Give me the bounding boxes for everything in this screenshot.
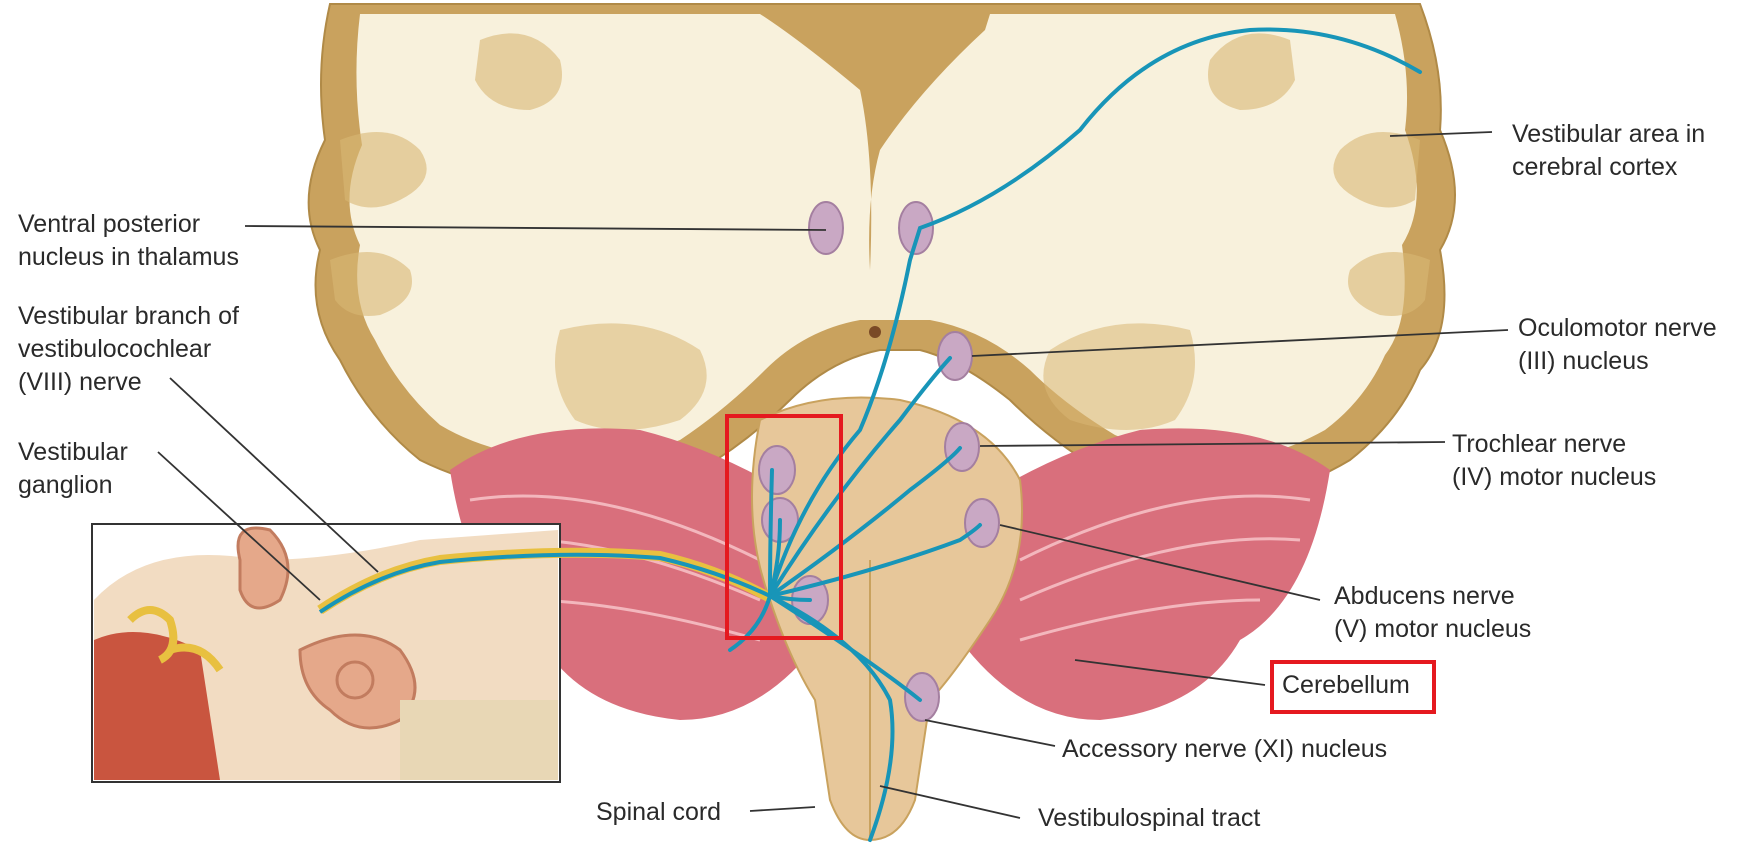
inner-ear-inset	[92, 524, 560, 782]
label-trochlear-nucleus: Trochlear nerve (IV) motor nucleus	[1452, 428, 1656, 494]
label-line: vestibulocochlear	[18, 333, 239, 366]
label-ventral-posterior-nucleus: Ventral posterior nucleus in thalamus	[18, 208, 239, 274]
label-line: (III) nucleus	[1518, 345, 1717, 378]
label-vestibular-area: Vestibular area in cerebral cortex	[1512, 118, 1705, 184]
label-spinal-cord: Spinal cord	[596, 796, 721, 829]
label-line: ganglion	[18, 469, 128, 502]
label-line: Abducens nerve	[1334, 580, 1531, 613]
label-line: Vestibular	[18, 436, 128, 469]
label-line: Trochlear nerve	[1452, 428, 1656, 461]
label-oculomotor-nucleus: Oculomotor nerve (III) nucleus	[1518, 312, 1717, 378]
label-line: Vestibular branch of	[18, 300, 239, 333]
label-abducens-nucleus: Abducens nerve (V) motor nucleus	[1334, 580, 1531, 646]
label-line: Ventral posterior	[18, 208, 239, 241]
label-line: Oculomotor nerve	[1518, 312, 1717, 345]
label-line: (IV) motor nucleus	[1452, 461, 1656, 494]
label-line: (V) motor nucleus	[1334, 613, 1531, 646]
label-line: cerebral cortex	[1512, 151, 1705, 184]
label-accessory-nucleus: Accessory nerve (XI) nucleus	[1062, 733, 1387, 766]
label-vestibular-ganglion: Vestibular ganglion	[18, 436, 128, 502]
label-line: (VIII) nerve	[18, 366, 239, 399]
vestibular-nuclei-highlight-box	[725, 414, 843, 640]
label-line: Vestibulospinal tract	[1038, 802, 1260, 835]
label-line: Vestibular area in	[1512, 118, 1705, 151]
label-line: Accessory nerve (XI) nucleus	[1062, 733, 1387, 766]
label-line: nucleus in thalamus	[18, 241, 239, 274]
label-line: Cerebellum	[1282, 669, 1410, 702]
label-line: Spinal cord	[596, 796, 721, 829]
label-cerebellum: Cerebellum	[1282, 669, 1410, 702]
label-vestibular-branch: Vestibular branch of vestibulocochlear (…	[18, 300, 239, 399]
label-vestibulospinal-tract: Vestibulospinal tract	[1038, 802, 1260, 835]
